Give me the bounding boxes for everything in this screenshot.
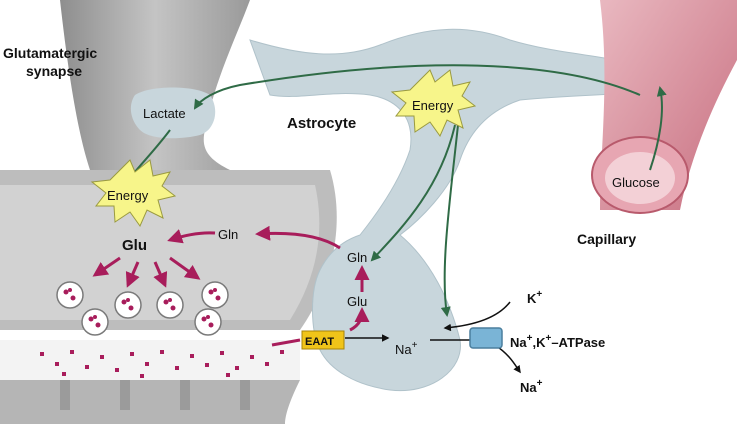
- label-glu-neuron: Glu: [122, 237, 147, 254]
- capillary: [591, 0, 737, 214]
- label-glucose: Glucose: [612, 175, 660, 190]
- label-gln-neuron: Gln: [218, 227, 238, 242]
- presynaptic-axon: [60, 0, 250, 170]
- label-energy-astrocyte: Energy: [412, 98, 454, 113]
- synaptic-cleft: [0, 340, 300, 380]
- label-gln-astrocyte: Gln: [347, 250, 367, 265]
- title-synapse-line2: synapse: [26, 63, 82, 79]
- ion-arrows: [345, 301, 521, 374]
- na-k-atpase: [469, 327, 503, 349]
- label-lactate: Lactate: [143, 106, 186, 121]
- label-k-top: K+: [527, 289, 542, 306]
- postsynaptic-terminal: [0, 380, 300, 424]
- label-na-k-atpase: Na+,K+–ATPase: [510, 333, 605, 350]
- label-na-in: Na+: [395, 340, 418, 357]
- receptors: [60, 380, 250, 410]
- cleft-glutamate: [40, 350, 284, 378]
- vesicle-glutamate: [63, 288, 221, 328]
- label-eaat: EAAT: [305, 336, 334, 348]
- energy-burst-astrocyte: [390, 69, 477, 138]
- label-glu-astrocyte: Glu: [347, 294, 367, 309]
- title-capillary: Capillary: [577, 231, 636, 247]
- eaat-transporter: [301, 330, 345, 350]
- astrocyte-body: [249, 28, 671, 392]
- label-energy-neuron: Energy: [107, 188, 149, 203]
- title-synapse-line1: Glutamatergic: [3, 45, 97, 61]
- title-astrocyte: Astrocyte: [287, 115, 356, 132]
- vesicles: [56, 281, 229, 336]
- glutamate-pathways: [92, 225, 370, 347]
- label-na-out: Na+: [520, 378, 543, 395]
- energy-burst-neuron: [90, 159, 177, 228]
